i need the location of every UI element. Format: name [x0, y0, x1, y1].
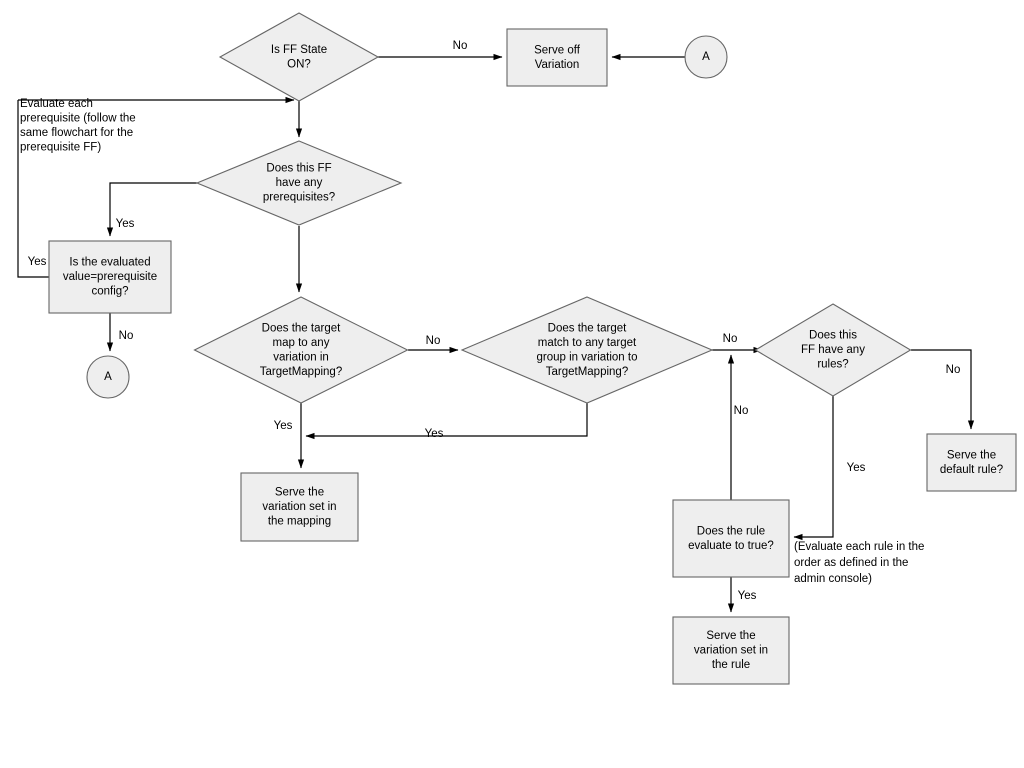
- node-label-line: value=prerequisite: [63, 271, 157, 283]
- node-label-line: Serve the: [706, 630, 755, 642]
- edge-label: No: [453, 40, 468, 52]
- decision-diamond: [460, 296, 714, 404]
- node-label-line: variation set in: [694, 645, 768, 657]
- decision-diamond: [754, 303, 912, 397]
- node-label-line: TargetMapping?: [546, 366, 628, 378]
- node-label-line: Serve off: [534, 44, 581, 56]
- flow-node-serve_rule[interactable]: Serve the variation set in the rule: [672, 616, 790, 685]
- flow-node-connector_a_top[interactable]: A: [684, 35, 728, 79]
- flow-node-serve_default[interactable]: Serve the default rule?: [926, 433, 1017, 492]
- edge-label: Yes: [116, 218, 135, 230]
- node-label-line: Serve the: [947, 449, 996, 461]
- node-label-line: have any: [276, 177, 323, 189]
- node-label-line: Does this: [809, 330, 857, 342]
- node-label-line: A: [104, 371, 112, 383]
- flow-node-connector_a_bottom[interactable]: A: [86, 355, 130, 399]
- connector-circle: [86, 355, 130, 399]
- node-label-line: default rule?: [940, 464, 1003, 476]
- flow-edge: [106, 182, 197, 237]
- annotation-line: prerequisite (follow the: [20, 113, 136, 125]
- node-label-line: map to any: [273, 337, 330, 349]
- flow-node-target_map[interactable]: Does the target map to any variation in Tar…: [193, 296, 409, 404]
- node-label-line: rules?: [817, 359, 848, 371]
- node-label-line: FF have any: [801, 344, 865, 356]
- flow-edge: [793, 395, 834, 541]
- flow-node-rule_true[interactable]: Does the rule evaluate to true?: [672, 499, 790, 578]
- edge-label: Yes: [274, 420, 293, 432]
- node-label-line: A: [702, 51, 710, 63]
- flow-edge: [17, 100, 49, 278]
- flow-node-serve_mapping[interactable]: Serve the variation set in the mapping: [240, 472, 359, 542]
- node-label-line: group in variation to: [536, 351, 637, 363]
- annotation-note_prereq: Evaluate each prerequisite (follow the sam…: [20, 98, 136, 154]
- process-box: [506, 28, 608, 87]
- node-label-line: Is FF State: [271, 44, 327, 56]
- node-label-line: Does the target: [548, 322, 627, 334]
- node-label-line: config?: [91, 286, 128, 298]
- edge-label: Yes: [847, 462, 866, 474]
- annotation-line: admin console): [794, 573, 872, 585]
- connector-circle: [684, 35, 728, 79]
- node-label-line: Does the target: [262, 322, 341, 334]
- edge-label: Yes: [28, 256, 47, 268]
- node-label-line: prerequisites?: [263, 192, 335, 204]
- edge-label: No: [426, 335, 441, 347]
- node-label-line: variation in: [273, 351, 329, 363]
- edge-label: Yes: [425, 428, 444, 440]
- annotation-line: prerequisite FF): [20, 142, 101, 154]
- node-label-line: the rule: [712, 659, 750, 671]
- node-label-line: the mapping: [268, 516, 331, 528]
- edge-label: No: [119, 330, 134, 342]
- annotation-line: Evaluate each: [20, 98, 93, 110]
- process-box: [48, 240, 172, 314]
- process-box: [926, 433, 1017, 492]
- decision-diamond: [218, 12, 380, 102]
- node-label-line: variation set in: [262, 501, 336, 513]
- annotation-line: same flowchart for the: [20, 127, 133, 139]
- flow-edge: [911, 349, 975, 430]
- node-label-line: Does this FF: [266, 163, 331, 175]
- node-label-line: ON?: [287, 58, 311, 70]
- node-label-line: TargetMapping?: [260, 366, 342, 378]
- annotation-note_rules_order: (Evaluate each rule in the order as defin…: [794, 541, 924, 585]
- edge-label: No: [946, 364, 961, 376]
- node-label-line: evaluate to true?: [688, 540, 774, 552]
- annotation-line: order as defined in the: [794, 557, 908, 569]
- node-label-line: Serve the: [275, 487, 324, 499]
- decision-diamond: [195, 140, 403, 226]
- annotations-layer: Evaluate each prerequisite (follow the sam…: [20, 98, 924, 585]
- node-label-line: Variation: [535, 59, 580, 71]
- process-box: [240, 472, 359, 542]
- node-label-line: Is the evaluated: [69, 257, 150, 269]
- flow-node-eval_prereq[interactable]: Is the evaluated value=prerequisite config…: [48, 240, 172, 314]
- edge-label: No: [734, 405, 749, 417]
- flow-node-has_rules[interactable]: Does this FF have any rules?: [754, 303, 912, 397]
- edge-label: Yes: [738, 590, 757, 602]
- process-box: [672, 499, 790, 578]
- flow-node-target_group[interactable]: Does the target match to any target group …: [460, 296, 714, 404]
- node-label-line: Does the rule: [697, 525, 765, 537]
- decision-diamond: [193, 296, 409, 404]
- flow-node-has_prereq[interactable]: Does this FF have any prerequisites?: [195, 140, 403, 226]
- node-label-line: match to any target: [538, 337, 637, 349]
- edges-layer: [17, 53, 975, 613]
- annotation-line: (Evaluate each rule in the: [794, 541, 924, 553]
- process-box: [672, 616, 790, 685]
- flow-edge: [305, 403, 588, 440]
- edge-label: No: [723, 333, 738, 345]
